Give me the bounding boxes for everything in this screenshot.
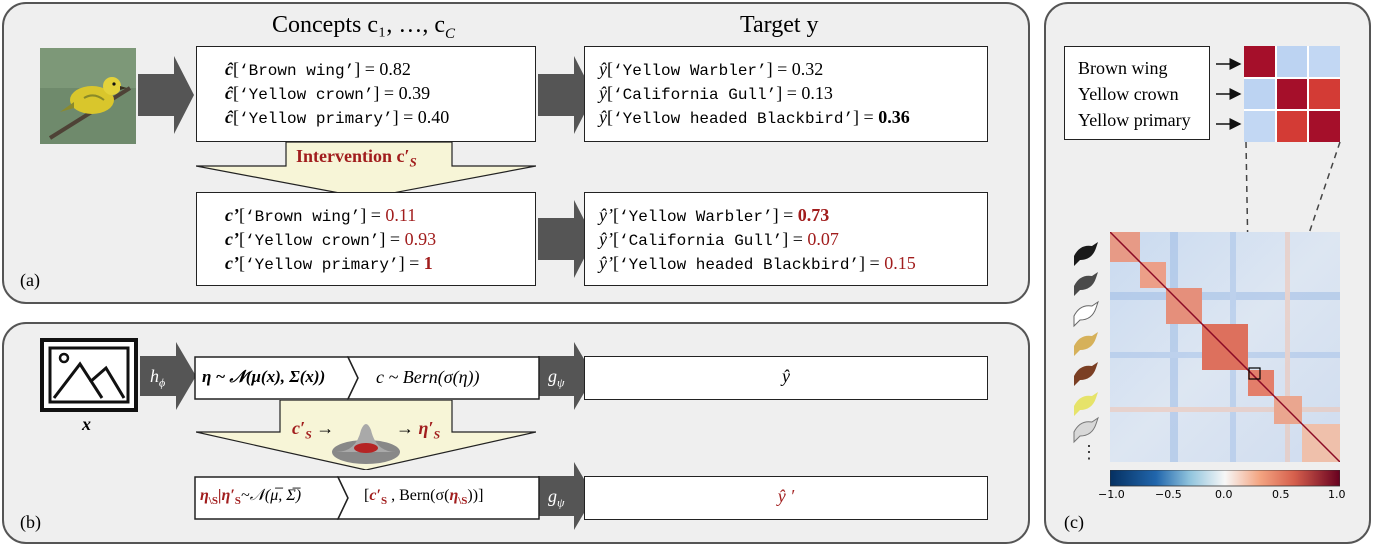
output-prime-label: ŷ ′	[777, 486, 795, 506]
svg-text:⋮: ⋮	[1080, 442, 1098, 460]
intervened-concept-row: c’[‘Yellow crown’] = 0.93	[225, 229, 437, 250]
colorbar-tick: −1.0	[1098, 488, 1125, 501]
colorbar	[1110, 470, 1340, 487]
intervened-concept-row: c’[‘Yellow primary’] = 1	[225, 253, 433, 274]
arrow-head-top	[538, 342, 594, 410]
output-prime-box	[584, 476, 988, 520]
predicted-concept-row: ĉ[‘Yellow primary’] = 0.40	[225, 107, 450, 128]
predicted-target-row: ŷ[‘Yellow Warbler’] = 0.32	[599, 59, 824, 80]
zoom-row-label: Brown wing	[1078, 58, 1168, 78]
predicted-concept-row: ĉ[‘Brown wing’] = 0.82	[225, 59, 411, 80]
concept-equation: c ~ Bern(σ(η))	[376, 367, 480, 387]
intervened-target-row: ŷ’[‘Yellow Warbler’] = 0.73	[599, 205, 830, 226]
target-header: Target y	[740, 12, 819, 38]
latent-box	[194, 356, 540, 400]
predicted-targets-box: ŷ[‘Yellow Warbler’] = 0.32 ŷ[‘California…	[584, 46, 988, 142]
panel-c-label: (c)	[1064, 512, 1084, 532]
predicted-target-row: ŷ[‘Yellow headed Blackbird’] = 0.36	[599, 107, 910, 128]
zoom-labels-box	[1064, 46, 1210, 140]
output-box	[584, 356, 988, 400]
zoom-arrows	[1216, 58, 1242, 130]
image-icon	[40, 338, 138, 412]
cond-output: → η′S	[396, 418, 441, 442]
panel-b-label: (b)	[20, 512, 41, 532]
predicted-concept-row: ĉ[‘Yellow crown’] = 0.39	[225, 83, 431, 104]
colorbar-tick: −0.5	[1155, 488, 1182, 501]
arrow-intervened-to-target	[538, 200, 594, 278]
arrow-encoder	[140, 342, 196, 410]
bird-photo	[40, 48, 136, 144]
conditional-equation: η\S|η′S~𝒩(μ̅, Σ̅)	[200, 487, 302, 508]
colorbar-tick: 0.5	[1272, 488, 1290, 501]
bird-icons: ⋮	[1073, 242, 1099, 460]
intervened-concepts-box: c’[‘Brown wing’] = 0.11 c’[‘Yellow crown…	[196, 192, 536, 286]
zoom-row-label: Yellow primary	[1078, 110, 1191, 130]
intervened-target-row: ŷ’[‘California Gull’] = 0.07	[599, 229, 839, 250]
zoom-row-label: Yellow crown	[1078, 84, 1179, 104]
conditioning-chevron	[196, 400, 536, 470]
arrow-concepts-to-target	[538, 56, 594, 134]
zoom-matrix	[1244, 46, 1340, 142]
panel-a-label: (a)	[20, 270, 40, 290]
intervention-chevron	[196, 142, 536, 198]
correlation-heatmap	[1110, 232, 1340, 462]
input-label: x	[82, 414, 91, 434]
head-label-top: gψ	[548, 366, 565, 390]
arrow-image-to-concepts	[138, 56, 194, 134]
latent-equation: η ~ 𝒩(μ(x), Σ(x))	[202, 367, 326, 386]
output-label: ŷ	[782, 366, 790, 386]
intervened-concept-row: c’[‘Brown wing’] = 0.11	[225, 205, 417, 226]
encoder-label: hϕ	[150, 366, 166, 390]
intervention-label: Intervention c′S	[296, 146, 417, 170]
concat-equation: [c′S , Bern(σ(η\S))]	[364, 487, 484, 508]
predicted-target-row: ŷ[‘California Gull’] = 0.13	[599, 83, 833, 104]
concepts-header: Concepts c₁, …, cC	[272, 12, 456, 42]
intervened-targets-box: ŷ’[‘Yellow Warbler’] = 0.73 ŷ’[‘Californ…	[584, 192, 988, 286]
conditional-box	[194, 476, 540, 520]
colorbar-tick: 0.0	[1215, 488, 1233, 501]
cond-input: c′S →	[292, 418, 335, 442]
intervened-target-row: ŷ’[‘Yellow headed Blackbird’] = 0.15	[599, 253, 916, 274]
predicted-concepts-box: ĉ[‘Brown wing’] = 0.82 ĉ[‘Yellow crown’]…	[196, 46, 536, 142]
head-label-bottom: gψ	[548, 486, 565, 510]
arrow-head-bottom	[538, 462, 594, 530]
colorbar-tick: 1.0	[1328, 488, 1346, 501]
